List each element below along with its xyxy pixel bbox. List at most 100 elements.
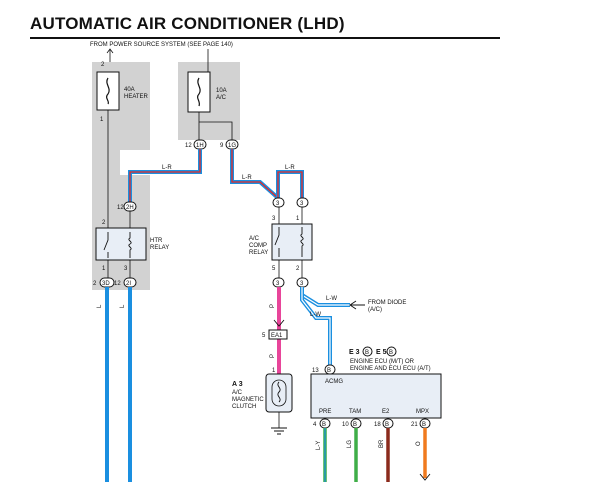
- ac-fuse-icon: [196, 77, 201, 107]
- power-source-label: FROM POWER SOURCE SYSTEM (SEE PAGE 140): [90, 42, 233, 48]
- connector-3-top-a: [272, 197, 285, 208]
- diode-label-1: FROM DIODE: [368, 300, 406, 306]
- ac-pin-bottom-5: 5: [272, 266, 276, 272]
- wire-o-arrow-icon: [419, 473, 431, 481]
- htr-relay-coil-icon: [128, 232, 132, 258]
- ecu-bpin-18: 18: [374, 422, 381, 428]
- wire-label-lw2: L-W: [310, 312, 321, 318]
- ecu-conn-b2: [386, 346, 397, 357]
- ac-relay-switch-icon: [274, 227, 280, 257]
- pin-5-ea1: 5: [262, 333, 266, 339]
- ecu-bconn-21-label: B: [422, 422, 426, 428]
- pin-12c: 12: [114, 281, 121, 287]
- wire-label-p2: P: [270, 354, 276, 358]
- wire-label-lr3: L-R: [285, 165, 295, 171]
- clutch-coil-icon: [277, 381, 281, 403]
- ac-relay-coil-icon: [300, 227, 304, 257]
- ecu-bpin-10: 10: [342, 422, 349, 428]
- connector-3-bot-a-label: 3: [276, 281, 280, 287]
- pin-9: 9: [220, 143, 224, 149]
- ecu-conn-b2-label: B: [389, 350, 393, 356]
- wire-lr-heater: [128, 149, 202, 202]
- ecu-label-2: ENGINE AND ECU ECU (A/T): [350, 366, 431, 372]
- connector-1g-label: 1G: [228, 143, 236, 149]
- clutch-label-3: CLUTCH: [232, 404, 256, 410]
- wire-label-o: O: [416, 441, 422, 446]
- ecu-bpin-4: 4: [313, 422, 317, 428]
- wire-lr-ac: [230, 149, 304, 200]
- ac-pin-top-3a: 3: [272, 216, 276, 222]
- ecu-bconn-4-label: B: [322, 422, 326, 428]
- connector-3d-a-label: 3D: [102, 281, 110, 287]
- ac-relay-label-2: COMP: [249, 243, 267, 249]
- connector-2h-label: 2H: [126, 205, 134, 211]
- wire-label-l1: L: [97, 304, 103, 308]
- connector-3-bot-b-label: 3: [300, 281, 304, 287]
- connector-ea1-label: EA1: [271, 333, 283, 339]
- title-underline: [30, 37, 500, 39]
- ecu-label-1: ENGINE ECU (M/T) OR: [350, 359, 415, 365]
- wire-label-ly: L-Y: [316, 441, 322, 450]
- ac-fuse-name: A/C: [216, 95, 227, 101]
- htr-relay-pin-1: 1: [102, 266, 106, 272]
- ecu-bconn-10-label: B: [353, 422, 357, 428]
- ac-pin-bottom-2: 2: [296, 266, 300, 272]
- connector-3-top-b: [296, 197, 309, 208]
- htr-relay-label-2: RELAY: [150, 245, 169, 251]
- pin-2-3d: 2: [93, 281, 97, 287]
- ac-fuse-rating: 10A: [216, 88, 227, 94]
- ecu-pin-mpx: MPX: [416, 409, 429, 415]
- clutch-label-2: MAGNETIC: [232, 397, 264, 403]
- ecu-box: [310, 373, 442, 419]
- wire-lw: [300, 287, 350, 368]
- junction-arrow-icon: [273, 319, 285, 327]
- clutch-label-1: A/C: [232, 390, 243, 396]
- ecu-code-e5: E 5: [376, 349, 387, 356]
- connector-3-top-b-label: 3: [300, 201, 304, 207]
- arrow-head: [106, 48, 114, 54]
- htr-relay-pin-3: 3: [124, 266, 128, 272]
- page-title: AUTOMATIC AIR CONDITIONER (LHD): [30, 14, 345, 33]
- relay-pin-2: 2: [102, 220, 106, 226]
- wire-label-p1: P: [270, 304, 276, 308]
- diode-label-2: (A/C): [368, 307, 382, 313]
- heater-fuse-box: [96, 71, 120, 111]
- pin-12b: 12: [117, 205, 124, 211]
- diode-arrow-icon: [349, 300, 365, 310]
- heater-fuse-bottom-pin: 1: [100, 117, 104, 123]
- ac-relay-label-3: RELAY: [249, 250, 268, 256]
- wire-label-l2: L: [120, 304, 126, 308]
- wire-label-lr2: L-R: [242, 175, 252, 181]
- ecu-pin-pre: PRE: [319, 409, 331, 415]
- ac-relay-box: [271, 223, 313, 261]
- heater-fuse-rating: 40A: [124, 87, 135, 93]
- heater-fuse-icon: [105, 77, 110, 105]
- wire-label-lr1: L-R: [162, 165, 172, 171]
- wire-label-lg: LG: [347, 440, 353, 448]
- connector-ea1: [268, 329, 288, 340]
- ac-relay-label-1: A/C: [249, 236, 260, 242]
- heater-fuse-name: HEATER: [124, 94, 149, 100]
- ecu-pin-e2: E2: [382, 409, 390, 415]
- ecu-bpin-21: 21: [411, 422, 418, 428]
- ecu-pin-13: 13: [312, 368, 319, 374]
- ecu-terminal-acmg: ACMG: [325, 379, 343, 385]
- connector-3-top-a-label: 3: [276, 201, 280, 207]
- clutch-code: A 3: [232, 381, 243, 388]
- connector-1h-label: 1H: [196, 143, 204, 149]
- htr-relay-label-1: HTR: [150, 238, 163, 244]
- clutch-pin-1: 1: [272, 368, 276, 374]
- ecu-code-e3: E 3: [349, 349, 360, 356]
- clutch-inner: [271, 379, 287, 407]
- wire-label-br: BR: [379, 439, 385, 448]
- ecu-bconn-18-label: B: [385, 422, 389, 428]
- ac-pin-top-1: 1: [296, 216, 300, 222]
- ecu-conn-13-label: B: [327, 368, 331, 374]
- heater-fuse-pin: 2: [101, 62, 105, 68]
- htr-relay-box: [95, 227, 147, 261]
- wire-ac-fuse-branch: [199, 121, 233, 140]
- ecu-conn-b1: [362, 346, 373, 357]
- ground-icon: [271, 427, 287, 435]
- ecu-pin-tam: TAM: [349, 409, 361, 415]
